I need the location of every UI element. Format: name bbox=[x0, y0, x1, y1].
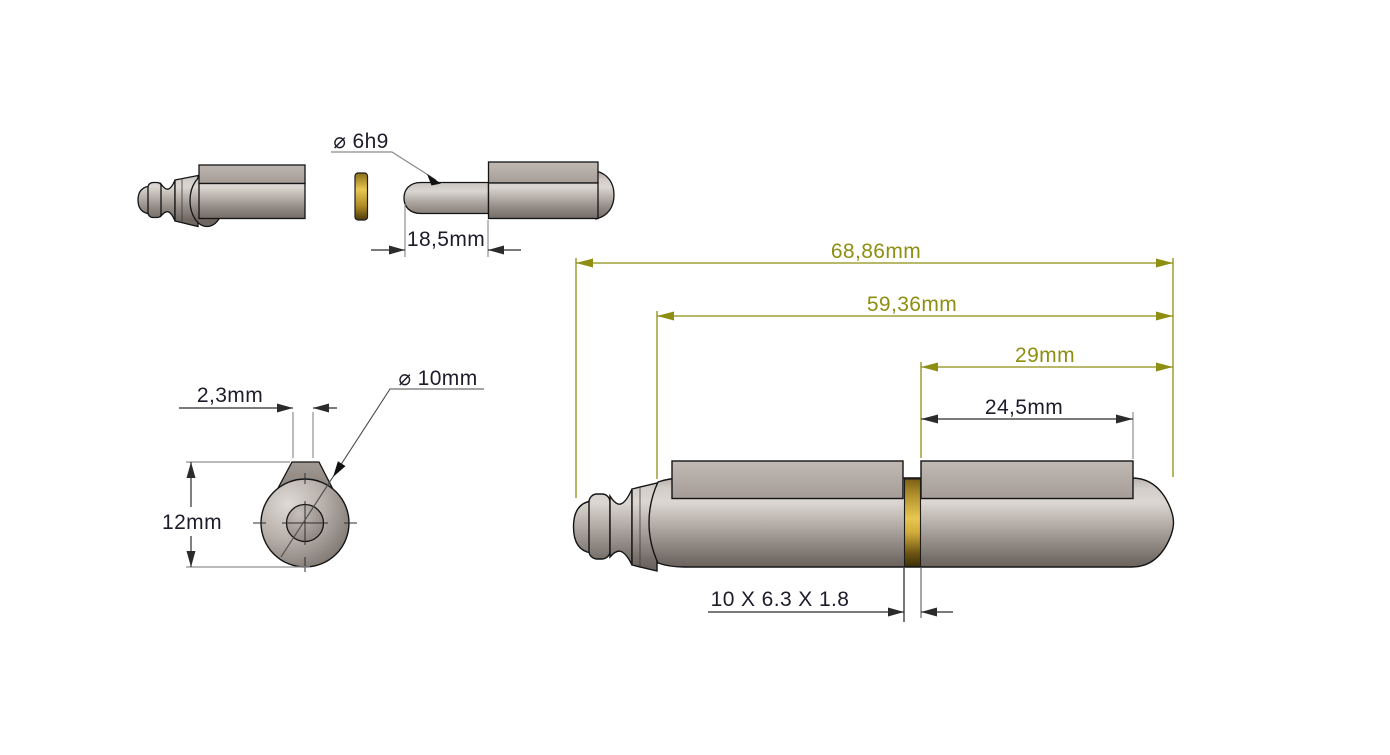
grease-nipple-neck bbox=[160, 179, 176, 222]
right-flange-label: 24,5mm bbox=[985, 396, 1063, 419]
body-cylinder-right bbox=[487, 182, 599, 220]
grease-nipple-dome bbox=[572, 500, 592, 554]
dim-body-length: 59,36mm bbox=[656, 293, 1173, 479]
assembly-view: 68,86mm 59,36mm 29mm 24,5mm bbox=[572, 240, 1175, 622]
body-flange-right bbox=[487, 161, 599, 184]
body-diameter-label: ⌀ 10mm bbox=[398, 367, 477, 390]
grease-nipple-ring bbox=[588, 493, 611, 560]
pin-length-label: 18,5mm bbox=[407, 228, 485, 251]
dim-tab-width: 2,3mm bbox=[179, 384, 337, 458]
exploded-right-body bbox=[403, 161, 615, 220]
right-segment-label: 29mm bbox=[1015, 344, 1075, 367]
dim-pin-diameter: ⌀ 6h9 bbox=[331, 130, 441, 186]
center-marks bbox=[253, 473, 357, 572]
grease-nipple-dome bbox=[137, 185, 151, 215]
tab-width-label: 2,3mm bbox=[197, 384, 263, 407]
hinge-pin bbox=[403, 181, 490, 215]
leader-arrowhead bbox=[333, 461, 346, 477]
leader-arrowhead bbox=[427, 174, 441, 186]
pin-diameter-label: ⌀ 6h9 bbox=[333, 130, 389, 153]
flange-right-segment bbox=[920, 460, 1134, 500]
grease-nipple-neck bbox=[609, 488, 633, 566]
dim-right-flange: 24,5mm bbox=[921, 396, 1134, 459]
exploded-view: ⌀ 6h9 18,5mm bbox=[137, 130, 615, 257]
washer-spec-label: 10 X 6.3 X 1.8 bbox=[711, 588, 850, 611]
dim-pin-length: 18,5mm bbox=[371, 204, 521, 257]
brass-washer-assembled bbox=[903, 478, 922, 568]
overall-height-label: 12mm bbox=[162, 511, 222, 534]
dim-overall-height: 12mm bbox=[162, 461, 310, 568]
end-cap-right-exploded bbox=[595, 170, 615, 220]
body-cylinder-left bbox=[198, 182, 306, 220]
brass-washer-exploded bbox=[354, 172, 369, 221]
dim-overall-length: 68,86mm bbox=[575, 240, 1174, 498]
body-length-label: 59,36mm bbox=[867, 293, 957, 316]
flange-left-segment bbox=[671, 460, 904, 500]
dim-body-diameter: ⌀ 10mm bbox=[280, 367, 484, 558]
end-view: ⌀ 10mm 2,3mm 12mm bbox=[162, 367, 484, 572]
exploded-left-body bbox=[137, 164, 306, 228]
dim-washer-spec: 10 X 6.3 X 1.8 bbox=[708, 568, 953, 622]
grease-nipple-ring bbox=[147, 181, 163, 219]
body-flange-left bbox=[198, 164, 306, 185]
dim-right-segment: 29mm bbox=[920, 344, 1173, 458]
overall-length-label: 68,86mm bbox=[831, 240, 921, 263]
assembled-part bbox=[572, 460, 1175, 572]
